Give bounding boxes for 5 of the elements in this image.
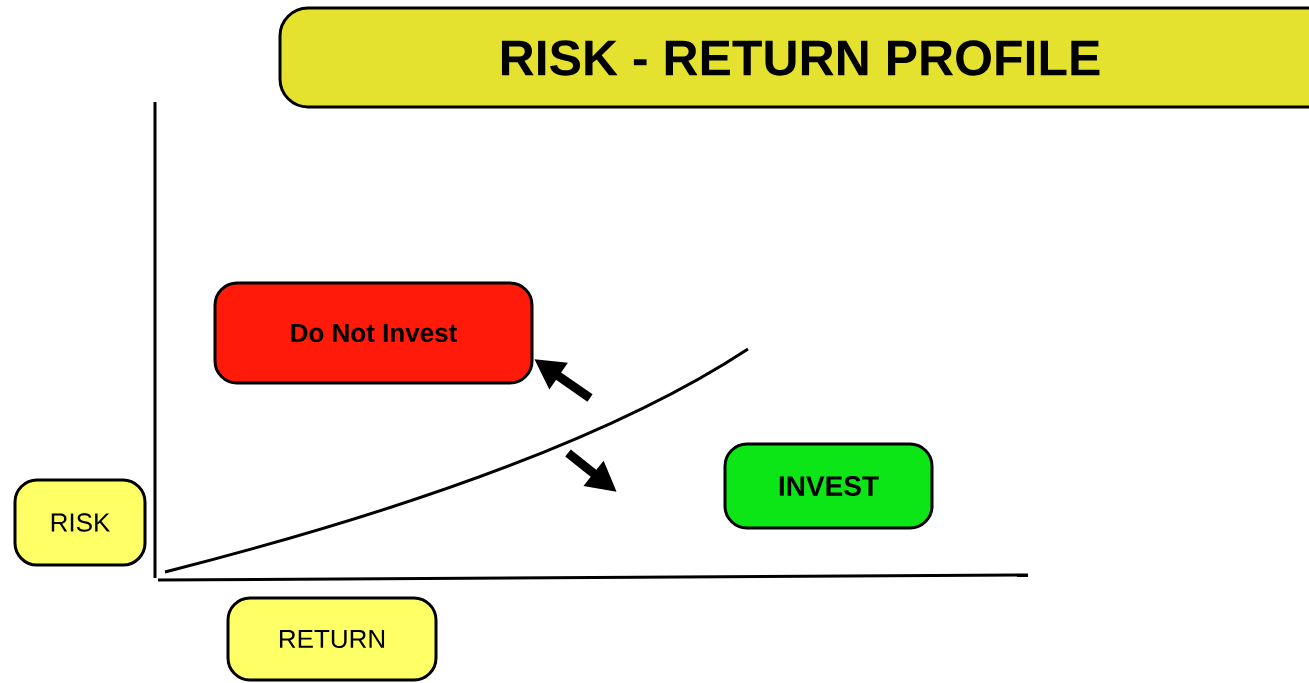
label-box: RETURN (226, 596, 438, 682)
title-banner: RISK - RETURN PROFILE (278, 6, 1309, 109)
label-box: Do Not Invest (213, 281, 534, 385)
label-box: RISK (13, 478, 147, 567)
label-box: INVEST (723, 442, 934, 530)
